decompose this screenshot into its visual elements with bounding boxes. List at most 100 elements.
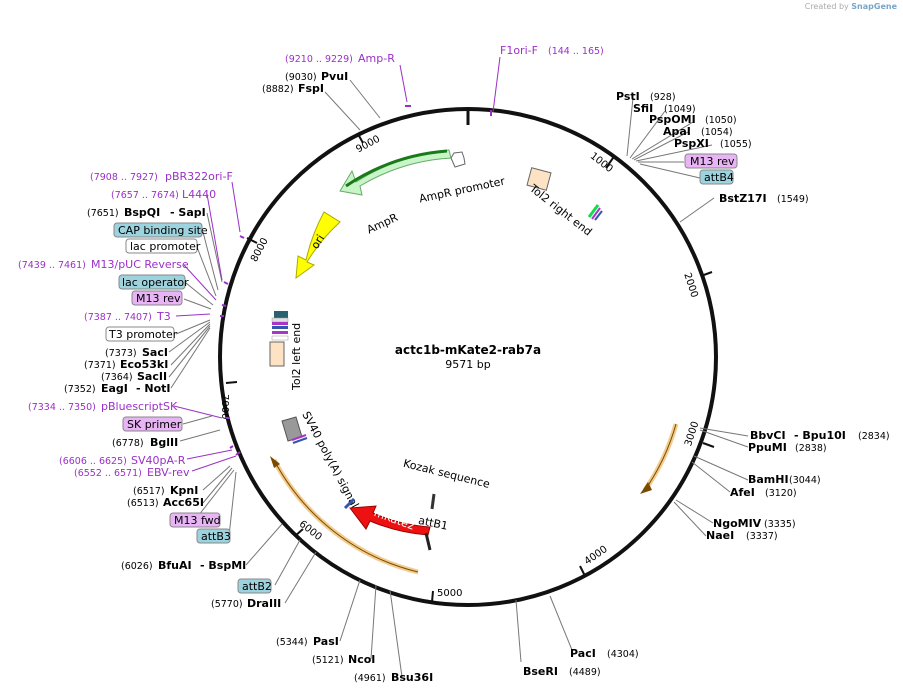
site-fspi-name[interactable]: FspI <box>298 82 324 95</box>
sv40-label: SV40 poly(A) signal <box>299 409 361 510</box>
primer-f1ori-name[interactable]: F1ori-F <box>500 44 538 57</box>
mkate2-feature[interactable] <box>349 505 431 536</box>
box-cap-binding[interactable] <box>113 222 203 238</box>
plasmid-name: actc1b-mKate2-rab7a <box>395 343 541 357</box>
tick-label-5000: 5000 <box>437 588 462 599</box>
site-bseri-pos: (4489) <box>569 667 601 678</box>
site-bseri-name[interactable]: BseRI <box>523 665 558 678</box>
ori-label: ori <box>309 232 328 251</box>
site-pasi-name[interactable]: PasI <box>313 635 339 648</box>
box-sk-primer[interactable] <box>122 416 183 432</box>
primer-ebv-name[interactable]: EBV-rev <box>147 466 190 479</box>
box-m13rev-right[interactable] <box>684 153 738 169</box>
site-sacii-name[interactable]: SacII <box>137 370 167 383</box>
site-ppumi-name[interactable]: PpuMI <box>748 441 787 454</box>
leader-lines <box>168 79 749 678</box>
site-pspxi-pos: (1055) <box>720 139 752 150</box>
primer-sv40pa-range: (6606 .. 6625) <box>59 456 127 467</box>
box-lac-promoter[interactable] <box>125 238 198 254</box>
site-bfuai-alt[interactable]: - BspMI <box>200 559 246 572</box>
box-m13fwd[interactable] <box>169 512 221 528</box>
site-ngomiv-name[interactable]: NgoMIV <box>713 517 762 530</box>
orange-arc-bottom-head <box>270 456 280 468</box>
site-pspomi-name[interactable]: PspOMI <box>649 113 696 126</box>
site-bbvci-name[interactable]: BbvCI <box>750 429 786 442</box>
site-pspxi-name[interactable]: PspXI <box>674 137 709 150</box>
primer-pbluescript-name[interactable]: pBluescriptSK <box>101 400 178 413</box>
ori-feature[interactable] <box>295 211 341 280</box>
site-paci-name[interactable]: PacI <box>570 647 596 660</box>
box-lac-operator[interactable] <box>118 274 186 290</box>
site-eagi-name[interactable]: EagI <box>101 382 128 395</box>
site-eco53ki-pos: (7371) <box>84 360 116 371</box>
site-ppumi-pos: (2838) <box>795 443 827 454</box>
site-eco53ki-name[interactable]: Eco53kI <box>120 358 168 371</box>
site-bbvci-alt[interactable]: - Bpu10I <box>794 429 846 442</box>
primer-sv40pa-name[interactable]: SV40pA-R <box>131 454 186 467</box>
box-attb2[interactable] <box>237 578 272 594</box>
site-bfuai-name[interactable]: BfuAI <box>158 559 192 572</box>
box-m13rev-left[interactable] <box>131 290 183 306</box>
box-cap-binding-label: CAP binding site <box>118 224 208 237</box>
site-sfii-pos: (1049) <box>664 104 696 115</box>
box-m13rev-right-label: M13 rev <box>690 155 735 168</box>
site-bsu36i-pos: (4961) <box>354 673 386 684</box>
site-bstz17i-name[interactable]: BstZ17I <box>719 192 767 205</box>
site-paci-pos: (4304) <box>607 649 639 660</box>
tick-label-2000: 2000 <box>681 272 699 300</box>
site-naei-pos: (3337) <box>746 531 778 542</box>
primer-t3-name[interactable]: T3 <box>156 310 171 323</box>
plasmid-backbone <box>218 107 718 607</box>
attb1-label: attB1 <box>417 514 449 533</box>
site-kpni-name[interactable]: KpnI <box>170 484 198 497</box>
site-bamhi-pos: (3044) <box>789 475 821 486</box>
box-attb2-label: attB2 <box>242 580 272 593</box>
primer-ampr-name[interactable]: Amp-R <box>358 52 395 65</box>
ampr-promoter-feature[interactable] <box>450 151 466 168</box>
site-saci-name[interactable]: SacI <box>142 346 168 359</box>
primer-ebv-range: (6552 .. 6571) <box>74 468 142 479</box>
sv40-markers <box>291 434 308 444</box>
box-attb3[interactable] <box>196 528 231 544</box>
site-acc65i-name[interactable]: Acc65I <box>163 496 204 509</box>
site-psti-name[interactable]: PstI <box>616 90 640 103</box>
orange-arc-right <box>642 423 679 492</box>
tol2-left-feature[interactable] <box>269 341 285 367</box>
tol2-left-label: Tol2 left end <box>290 323 303 391</box>
box-attb4[interactable] <box>699 169 734 185</box>
box-attb3-label: attB3 <box>201 530 231 543</box>
primer-l4440-name[interactable]: L4440 <box>182 188 216 201</box>
site-bspqi-pos: (7651) <box>87 208 119 219</box>
tol2-left-markers <box>271 311 289 341</box>
box-sk-primer-label: SK primer <box>127 418 182 431</box>
primer-m13puc-name[interactable]: M13/pUC Reverse <box>91 258 189 271</box>
site-afei-name[interactable]: AfeI <box>730 486 755 499</box>
site-apai-name[interactable]: ApaI <box>663 125 691 138</box>
site-naei-name[interactable]: NaeI <box>706 529 734 542</box>
site-sfii-name[interactable]: SfiI <box>633 102 653 115</box>
site-bstz17i-pos: (1549) <box>777 194 809 205</box>
site-bsu36i-name[interactable]: Bsu36I <box>391 671 433 684</box>
site-psti-pos: (928) <box>650 92 676 103</box>
site-eagi-pos: (7352) <box>64 384 96 395</box>
ampr-cds-line <box>345 149 448 188</box>
site-bamhi-name[interactable]: BamHI <box>748 473 789 486</box>
site-bspqi-name[interactable]: BspQI <box>124 206 160 219</box>
tol2-right-markers <box>587 204 603 221</box>
primer-pbr322-name[interactable]: pBR322ori-F <box>165 170 233 183</box>
box-lac-promoter-label: lac promoter <box>130 240 201 253</box>
box-t3-promoter-label: T3 promoter <box>108 328 178 341</box>
site-pvui-name[interactable]: PvuI <box>321 70 348 83</box>
site-bglii-name[interactable]: BglII <box>150 436 178 449</box>
site-pasi-pos: (5344) <box>276 637 308 648</box>
primer-pbluescript-range: (7334 .. 7350) <box>28 402 96 413</box>
tol2-right-feature[interactable] <box>526 167 552 191</box>
site-eagi-alt[interactable]: - NotI <box>136 382 171 395</box>
primer-m13puc-range: (7439 .. 7461) <box>18 260 86 271</box>
site-ncoi-name[interactable]: NcoI <box>348 653 375 666</box>
box-t3-promoter[interactable] <box>105 326 175 342</box>
site-draiii-name[interactable]: DraIII <box>247 597 281 610</box>
site-bspqi-alt[interactable]: - SapI <box>170 206 206 219</box>
kozak-feature[interactable] <box>430 493 436 510</box>
